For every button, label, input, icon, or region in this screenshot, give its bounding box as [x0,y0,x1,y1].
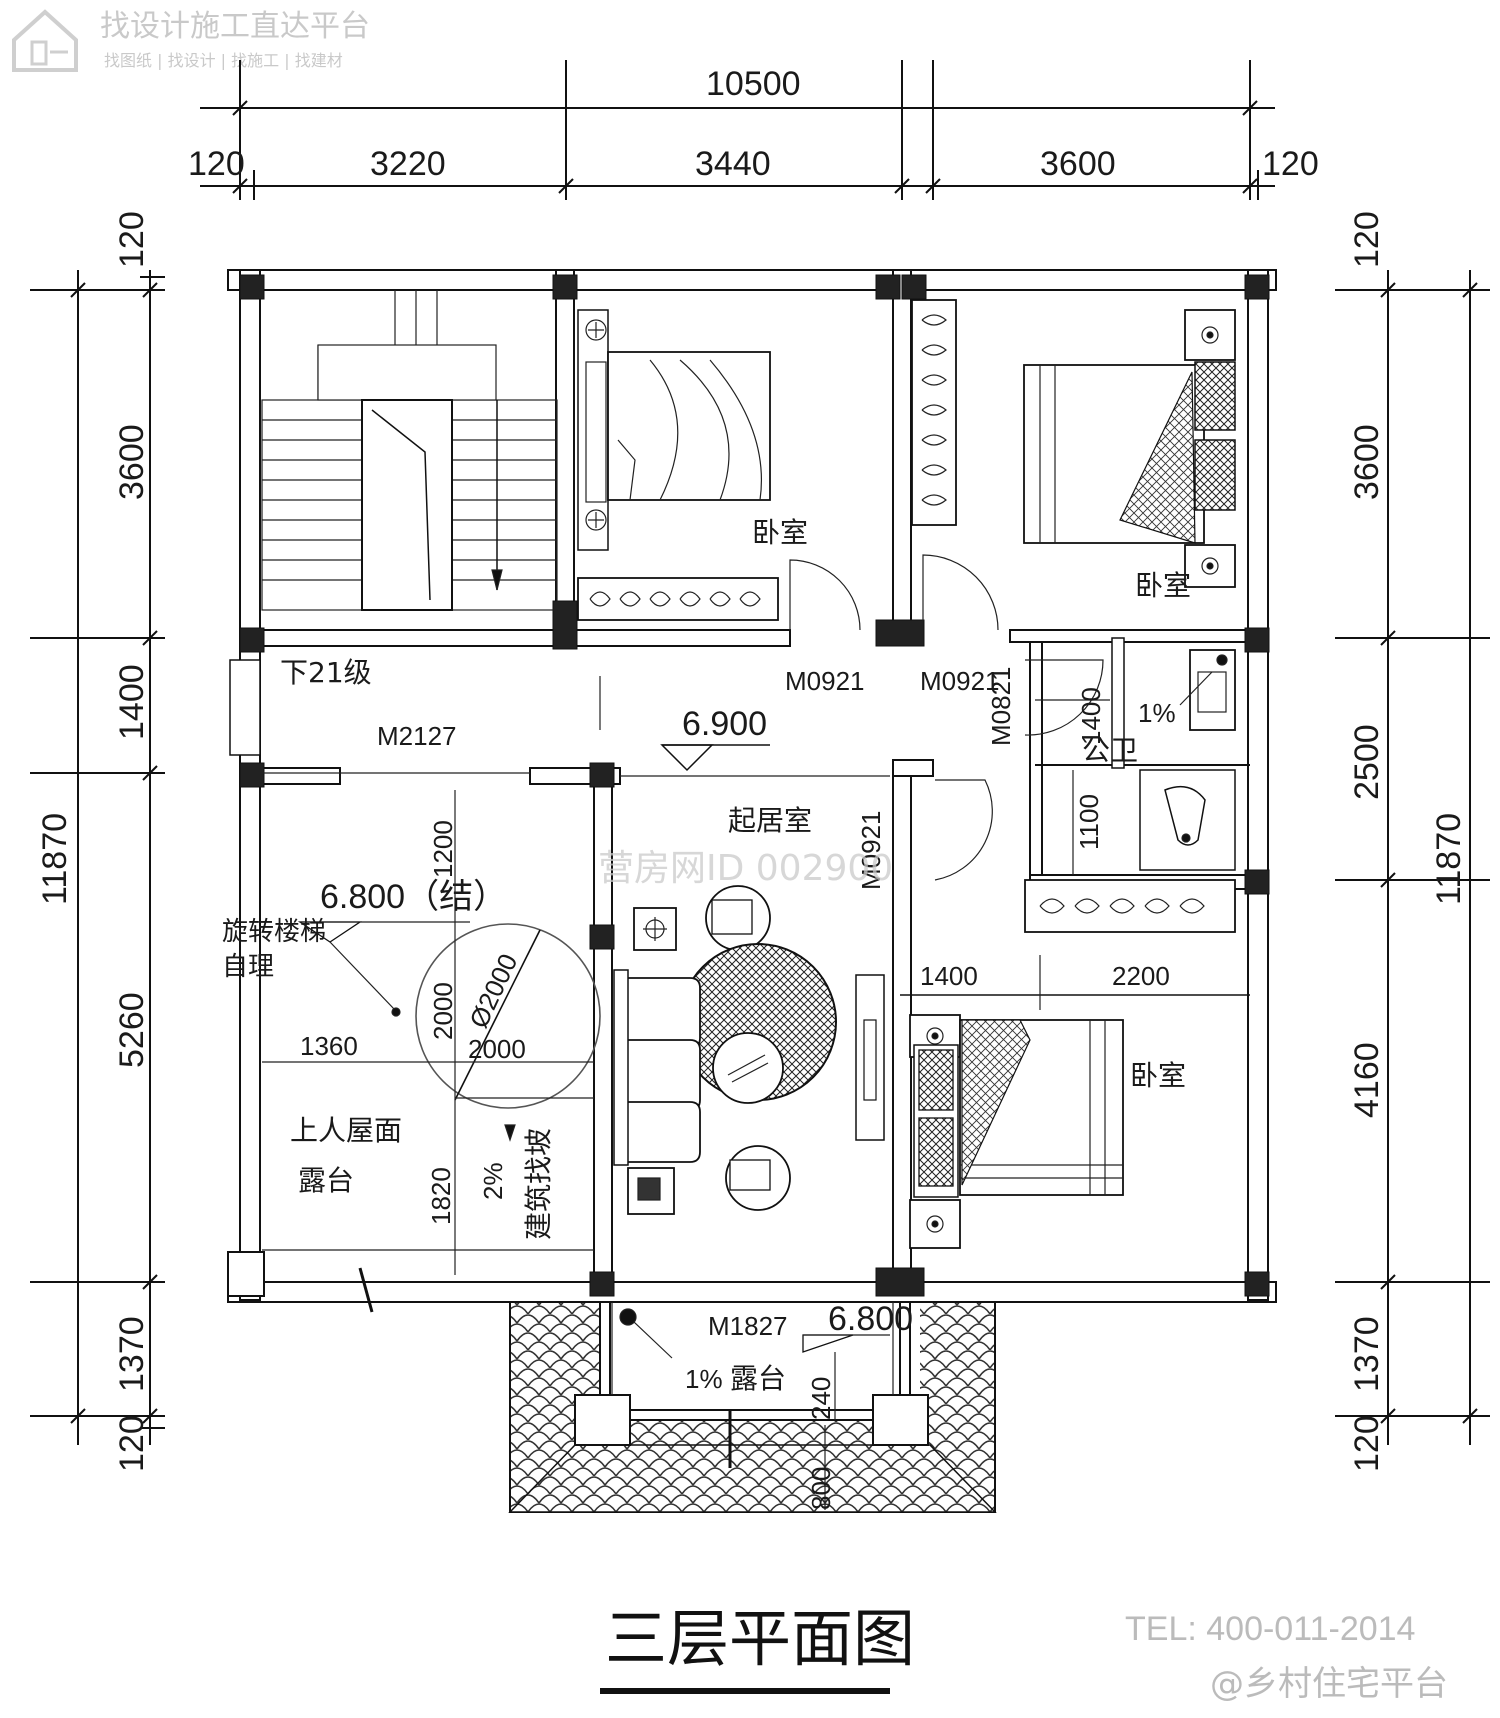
dim-right-seg1: 3600 [1348,424,1386,500]
label-level-living: 6.900 [682,705,767,743]
top-dimension-lines [200,60,1275,200]
bedroom-a-furniture [577,309,779,621]
dim-right-seg4: 1370 [1348,1316,1386,1392]
watermark-id: 营房网ID 002900 [598,848,893,889]
footer-platform: @乡村住宅平台 [1210,1664,1448,1704]
dim-left-seg1: 3600 [113,424,151,500]
structural-columns [227,274,1270,1297]
label-level-balcony: 6.800 [828,1300,913,1338]
dim-top-seg1: 3220 [370,145,446,183]
dim-left-bottom-edge: 120 [113,1415,151,1472]
dim-left-seg3: 5260 [113,992,151,1068]
label-slope-roof: 2% [478,1162,508,1200]
label-door-m0921-c: M0921 [856,811,886,891]
dim-top-seg2: 3440 [695,145,771,183]
label-spiral-stair-2: 自理 [222,951,274,981]
label-slope-balcony: 1% [685,1364,723,1394]
label-door-m2127: M2127 [377,721,457,751]
label-door-m0921-b: M0921 [920,666,1000,696]
label-dim-800: 800 [806,1467,836,1510]
label-dim-1400h: 1400 [920,961,978,991]
label-door-m0921-a: M0921 [785,666,865,696]
label-roof-terrace-2: 露台 [298,1164,354,1197]
dim-right-seg2: 2500 [1348,724,1386,800]
door-swings-upper [789,554,999,631]
dim-left-seg4: 1370 [113,1316,151,1392]
label-dim-1820: 1820 [426,1167,456,1225]
label-slope-toilet: 1% [1138,698,1176,728]
dim-top-seg3: 3600 [1040,145,1116,183]
dim-right-bottom-edge: 120 [1348,1415,1386,1472]
dim-right-top-edge: 120 [1348,211,1386,268]
bedroom-b-furniture [911,299,1236,588]
footer-tel: TEL: 400-011-2014 [1125,1610,1415,1648]
label-bedroom-a: 卧室 [752,516,808,549]
label-dim-2000a: 2000 [428,982,458,1040]
dim-top-left-edge: 120 [188,145,245,183]
label-bedroom-b: 卧室 [1135,569,1191,602]
drawing-title: 三层平面图 [605,1602,915,1675]
label-dim-1360: 1360 [300,1031,358,1061]
label-dim-1100: 1100 [1074,794,1104,850]
staircase [261,290,558,611]
label-dim-1400v: 1400 [1076,687,1106,745]
dim-right-seg3: 4160 [1348,1042,1386,1118]
label-dim-phi2000: Ø2000 [463,949,523,1032]
label-toilet: 公卫 [1082,734,1138,767]
watermark-title: 找设计施工直达平台 [100,9,370,44]
label-stair-down: 下21级 [280,656,372,689]
left-dimension-lines [30,270,165,1445]
watermark-subtitle: 找图纸 | 找设计 | 找施工 | 找建材 [104,51,343,70]
corridor-details [229,659,1104,881]
balcony-details [358,1267,894,1510]
building-walls [227,269,1277,1303]
label-dim-240: 240 [806,1377,836,1420]
label-spiral-stair-1: 旋转楼梯 [222,916,326,946]
dim-top-right-edge: 120 [1262,145,1319,183]
label-door-m0821: M0821 [986,667,1016,747]
label-dim-1200: 1200 [428,820,458,878]
dim-left-top-edge: 120 [113,211,151,268]
label-slope-note: 建筑找坡 [522,1128,555,1240]
label-door-m1827: M1827 [708,1311,788,1341]
living-furniture [613,885,885,1215]
watermark-logo [12,9,78,72]
balcony-tile-roof [508,1290,997,1513]
label-dim-2000b: 2000 [468,1034,526,1064]
label-living: 起居室 [728,804,812,837]
dim-right-overall: 11870 [1430,813,1468,905]
dim-left-overall: 11870 [36,813,74,905]
label-level-roof: 6.800（结） [320,878,507,916]
label-dim-2200: 2200 [1112,961,1170,991]
label-balcony: 露台 [730,1362,786,1395]
roof-terrace-lines [262,790,601,1275]
bedroom-c-furniture [900,955,1250,1249]
dim-left-seg2: 1400 [113,664,151,740]
right-dimension-lines [1335,270,1490,1445]
dim-top-overall: 10500 [706,65,801,103]
toilet-fixtures [1024,649,1236,933]
label-roof-terrace-1: 上人屋面 [290,1114,402,1147]
label-bedroom-c: 卧室 [1130,1059,1186,1092]
title-underline [600,1688,890,1694]
